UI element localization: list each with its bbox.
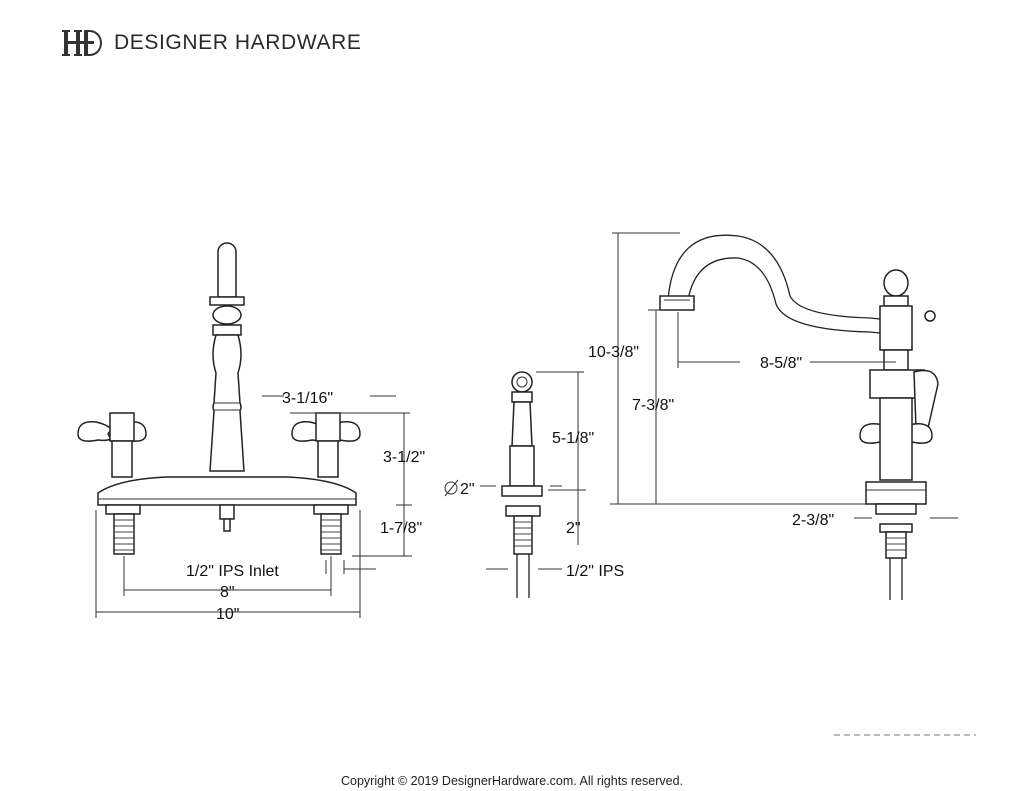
side-view-faucet xyxy=(659,234,939,600)
diameter-icon xyxy=(444,479,459,497)
dimension-handle-to-deck: 3-1/2" xyxy=(383,449,425,466)
dimension-overall-height: 10-3/8" xyxy=(588,344,639,361)
side-view-dimensions xyxy=(610,232,958,519)
dh-monogram-icon xyxy=(62,30,102,56)
front-view-faucet xyxy=(77,242,361,555)
sprayer-dimensions xyxy=(480,371,586,570)
dimension-handle-height: 3-1/16" xyxy=(282,390,333,407)
front-view-dimensions xyxy=(95,395,412,618)
dimension-sprayer-diameter: 2" xyxy=(460,481,475,498)
dimension-spout-clearance: 7-3/8" xyxy=(632,397,674,414)
dimension-overall-width: 10" xyxy=(216,606,239,623)
dimension-inlet: 1/2" IPS Inlet xyxy=(186,563,279,580)
brand-logo[interactable] xyxy=(62,26,104,60)
dimension-center-spread: 8" xyxy=(220,584,235,601)
dimension-base-diameter: 2-3/8" xyxy=(792,512,834,529)
dimension-sprayer-ips: 1/2" IPS xyxy=(566,563,624,580)
dimension-sprayer-height: 5-1/8" xyxy=(552,430,594,447)
dimension-sprayer-shank: 2" xyxy=(566,520,581,537)
brand-name[interactable]: DESIGNER HARDWARE xyxy=(114,31,362,54)
dimension-spout-reach: 8-5/8" xyxy=(760,355,802,372)
dimension-deck-to-shank: 1-7/8" xyxy=(380,520,422,537)
copyright-notice: Copyright © 2019 DesignerHardware.com. A… xyxy=(341,774,683,788)
side-sprayer xyxy=(501,371,543,598)
